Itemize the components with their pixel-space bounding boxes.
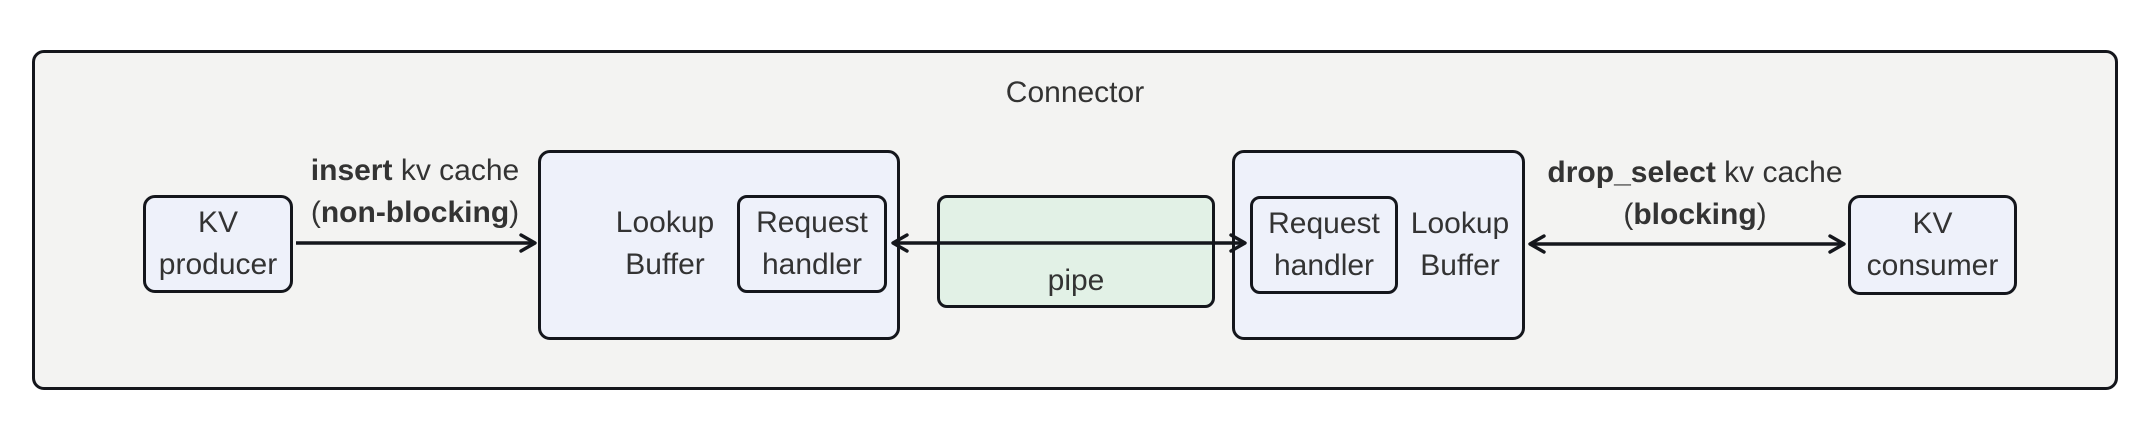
drop-select-edge-label: drop_select kv cache (blocking) (1515, 152, 1875, 236)
kv-consumer-label-line2: consumer (1866, 249, 1999, 282)
insert-edge-label: insert kv cache (non-blocking) (265, 150, 565, 234)
request-handler-right-node: Request handler (1250, 196, 1398, 294)
connector-container: Connector KV producer insert kv cache (n… (32, 50, 2118, 390)
insert-paren-close: ) (509, 196, 520, 229)
kv-consumer-label-line1: KV (1912, 207, 1953, 240)
non-blocking-keyword: non-blocking (320, 196, 510, 229)
lookup-buffer-right-label: Lookup Buffer (1401, 196, 1519, 294)
lookup-buffer-right-line1: Lookup (1410, 207, 1510, 240)
kv-producer-label-line2: producer (158, 248, 278, 281)
kv-producer-label-line1: KV (197, 206, 239, 239)
kv-consumer-node: KV consumer (1848, 195, 2017, 295)
lookup-buffer-right-node: Request handler Lookup Buffer (1232, 150, 1525, 340)
insert-edge-label-line1: insert kv cache (265, 150, 565, 192)
blocking-paren-close: ) (1756, 198, 1767, 231)
blocking-paren-open: ( (1623, 198, 1634, 231)
drop-select-rest-text: kv cache (1715, 156, 1843, 189)
request-handler-right-line2: handler (1273, 249, 1375, 282)
request-handler-right-line1: Request (1268, 207, 1380, 240)
insert-edge-label-line2: (non-blocking) (265, 192, 565, 234)
lookup-buffer-left-line2: Buffer (625, 248, 705, 281)
request-handler-left-node: Request handler (737, 195, 887, 293)
kv-producer-node: KV producer (143, 195, 293, 293)
insert-rest-text: kv cache (392, 154, 520, 187)
connector-title: Connector (1005, 76, 1145, 109)
blocking-keyword: blocking (1633, 198, 1757, 231)
drop-select-edge-label-line2: (blocking) (1515, 194, 1875, 236)
request-handler-left-line1: Request (756, 206, 868, 239)
lookup-buffer-left-line1: Lookup (615, 206, 715, 239)
lookup-buffer-left-label: Lookup Buffer (593, 195, 737, 293)
request-handler-left-line2: handler (761, 248, 863, 281)
lookup-buffer-left-node: Lookup Buffer Request handler (538, 150, 900, 340)
lookup-buffer-right-line2: Buffer (1420, 249, 1500, 282)
insert-keyword: insert (310, 154, 393, 187)
drop-select-edge-label-line1: drop_select kv cache (1515, 152, 1875, 194)
insert-paren-open: ( (310, 196, 321, 229)
pipe-node: pipe (937, 195, 1215, 308)
pipe-label: pipe (1047, 264, 1105, 297)
drop-select-keyword: drop_select (1547, 156, 1716, 189)
